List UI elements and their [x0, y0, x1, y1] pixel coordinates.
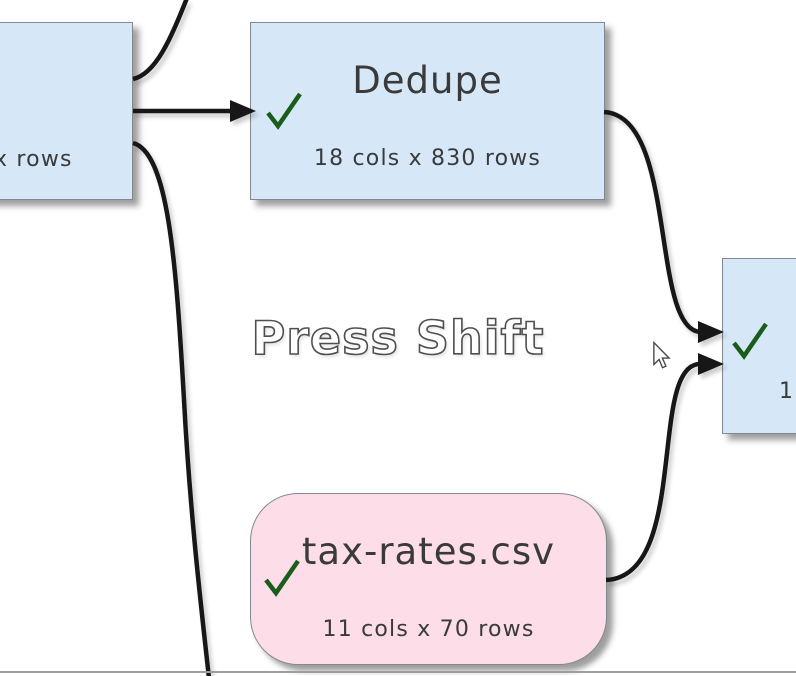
node-subtitle: 11 cols x 70 rows	[322, 617, 535, 642]
check-icon	[264, 559, 300, 597]
press-shift-hint: Press Shift	[251, 311, 545, 365]
connector-dedupe-to-right[interactable]	[603, 109, 724, 343]
check-icon	[732, 322, 768, 360]
node-subtitle: 18 cols x 830 rows	[313, 146, 542, 171]
node-dedupe[interactable]: Dedupe 18 cols x 830 rows	[250, 22, 605, 200]
node-title: Dedupe	[352, 59, 503, 102]
node-tax-rates-csv[interactable]: tax-rates.csv 11 cols x 70 rows	[250, 493, 607, 665]
check-icon	[266, 92, 302, 130]
node-subtitle: 1	[779, 379, 795, 404]
connector-left-to-dedupe[interactable]	[133, 100, 256, 122]
canvas-bottom-edge	[0, 671, 796, 673]
connector-curve-up[interactable]	[132, 0, 189, 82]
mouse-cursor-icon	[653, 341, 671, 369]
connector-taxrates-to-right[interactable]	[605, 353, 724, 583]
connector-curve-down[interactable]	[132, 140, 212, 676]
node-title: tax-rates.csv	[301, 530, 556, 573]
node-subtitle: x rows	[0, 147, 73, 172]
node-left-partial[interactable]: x rows	[0, 22, 133, 200]
node-right-partial[interactable]: 1	[722, 258, 796, 434]
